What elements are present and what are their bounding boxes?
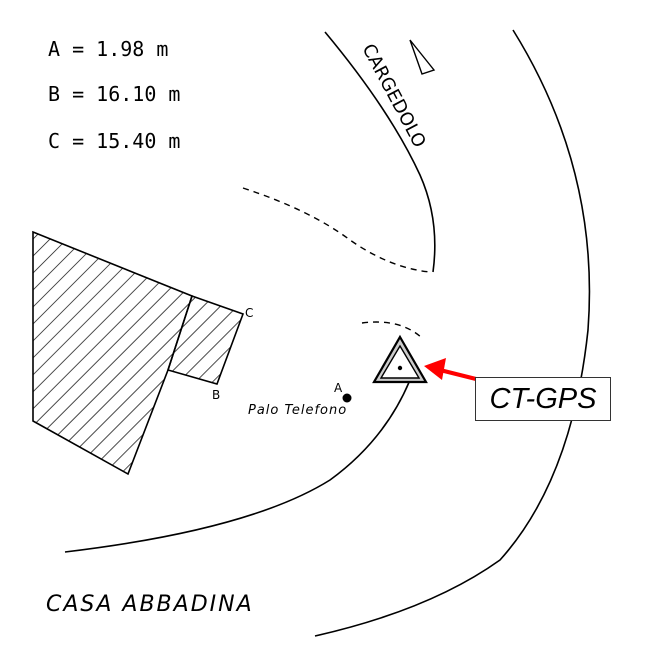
- point-b-label: B: [212, 388, 220, 402]
- gps-callout-box: CT-GPS: [475, 377, 611, 421]
- measurement-legend: A = 1.98 m B = 16.10 m C = 15.40 m: [48, 37, 180, 153]
- gps-station-icon: [372, 334, 428, 384]
- point-a-label: A: [334, 381, 343, 395]
- point-c-label: C: [245, 306, 253, 320]
- road-edge-inner-upper: [324, 31, 436, 273]
- road-edge-outer: [314, 29, 591, 637]
- callout-arrow-icon: [424, 358, 477, 381]
- telephone-pole-icon: [342, 393, 352, 403]
- dashed-boundary-near-gps: [361, 321, 423, 339]
- place-label: CASA ABBADINA: [46, 592, 254, 617]
- pole-label: Palo Telefono: [248, 403, 347, 418]
- road-edge-inner-lower: [64, 379, 411, 553]
- measurement-a: A = 1.98 m: [48, 37, 168, 61]
- direction-marker-icon: [409, 39, 436, 75]
- gps-callout-label: CT-GPS: [489, 382, 597, 415]
- measurement-c: C = 15.40 m: [48, 129, 180, 153]
- building-main: [32, 230, 193, 476]
- building-annex: [166, 294, 245, 385]
- dashed-boundary-upper: [242, 187, 431, 273]
- measurement-b: B = 16.10 m: [48, 82, 180, 106]
